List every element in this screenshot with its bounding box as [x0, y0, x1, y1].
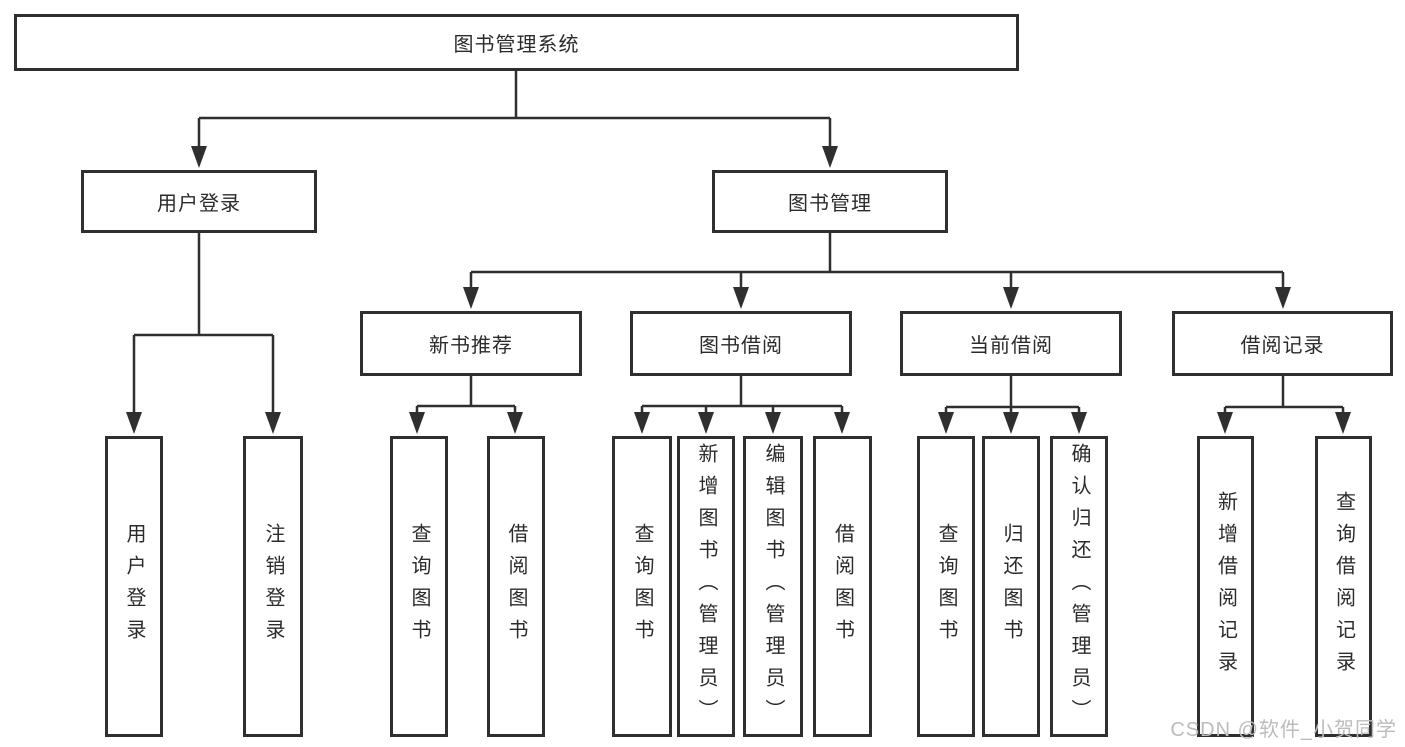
leaf-logout: 注销登录	[243, 436, 303, 737]
leaf-user-login: 用户登录	[105, 436, 163, 737]
node-library-management-system: 图书管理系统	[14, 14, 1019, 71]
leaf-label: 归还图书	[1000, 522, 1022, 651]
leaf-return-books: 归还图书	[982, 436, 1040, 737]
leaf-label: 编辑图书（管理员）	[762, 442, 784, 731]
leaf-query-borrow-record: 查询借阅记录	[1315, 436, 1372, 737]
leaf-query-books-current: 查询图书	[917, 436, 975, 737]
leaf-label: 借阅图书	[505, 522, 527, 651]
leaf-add-borrow-record: 新增借阅记录	[1197, 436, 1254, 737]
leaf-label: 查询借阅记录	[1332, 490, 1355, 683]
node-new-book-recommendation: 新书推荐	[360, 311, 582, 376]
node-user-login: 用户登录	[81, 170, 317, 233]
leaf-label: 用户登录	[123, 522, 145, 651]
leaf-label: 查询图书	[631, 522, 653, 651]
leaf-confirm-return-admin: 确认归还（管理员）	[1050, 436, 1108, 737]
leaf-label: 查询图书	[408, 522, 430, 651]
leaf-label: 新增图书（管理员）	[695, 442, 717, 731]
leaf-query-books-recommend: 查询图书	[390, 436, 448, 737]
node-borrowing-records: 借阅记录	[1172, 311, 1393, 376]
csdn-watermark: CSDN @软件_小贺同学	[1170, 719, 1397, 741]
leaf-borrow-books-recommend: 借阅图书	[487, 436, 545, 737]
leaf-label: 查询图书	[935, 522, 957, 651]
node-current-borrowing: 当前借阅	[900, 311, 1122, 376]
leaf-query-books-borrowing: 查询图书	[612, 436, 672, 737]
leaf-edit-book-admin: 编辑图书（管理员）	[743, 436, 803, 737]
node-book-management: 图书管理	[712, 170, 948, 233]
leaf-borrow-books: 借阅图书	[813, 436, 872, 737]
leaf-label: 注销登录	[262, 522, 284, 651]
leaf-label: 借阅图书	[831, 522, 854, 651]
node-book-borrowing: 图书借阅	[630, 311, 852, 376]
leaf-add-book-admin: 新增图书（管理员）	[677, 436, 735, 737]
leaf-label: 新增借阅记录	[1214, 490, 1237, 683]
leaf-label: 确认归还（管理员）	[1068, 442, 1090, 731]
